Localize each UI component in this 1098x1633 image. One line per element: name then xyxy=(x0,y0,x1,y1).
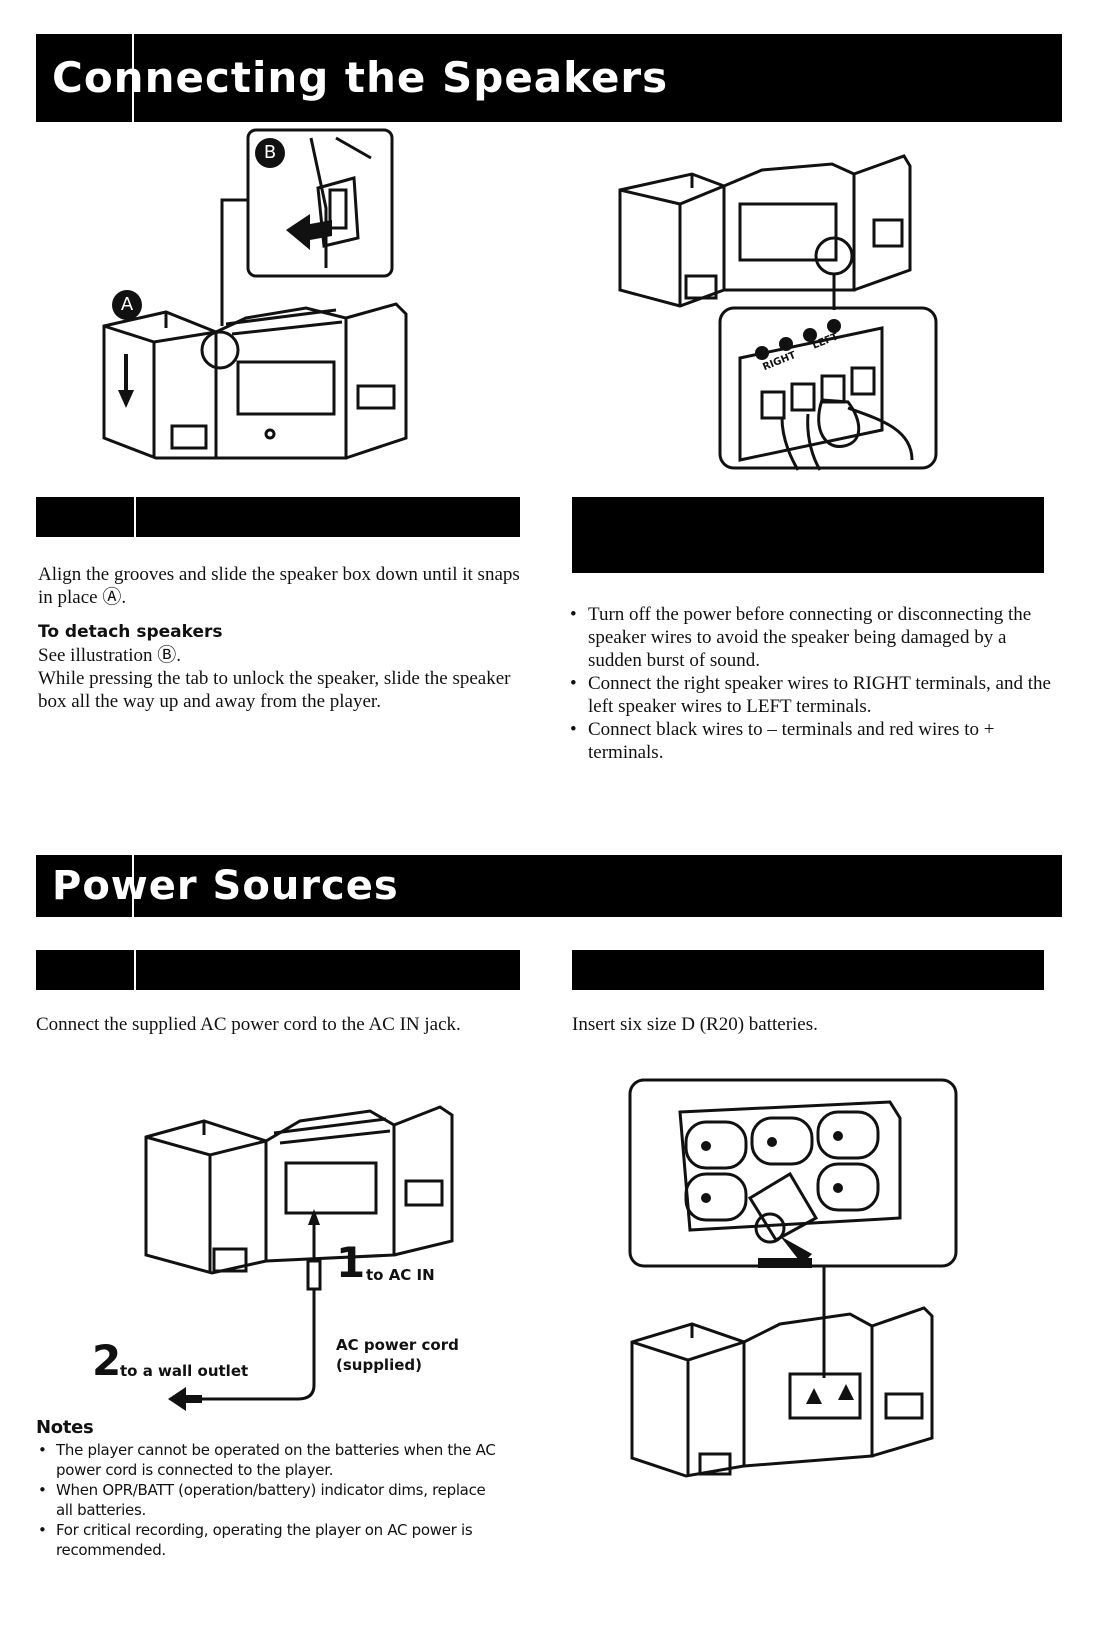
list-item: Connect the right speaker wires to RIGHT… xyxy=(568,672,1054,718)
list-item: Connect black wires to – terminals and r… xyxy=(568,718,1054,764)
detach-heading: To detach speakers xyxy=(38,622,223,642)
callout-a-icon: A xyxy=(112,290,142,320)
list-item: The player cannot be operated on the bat… xyxy=(36,1440,506,1480)
cord-label-line2: (supplied) xyxy=(336,1356,422,1374)
wiring-instructions: Turn off the power before connecting or … xyxy=(568,603,1054,764)
notes-title: Notes xyxy=(36,1417,94,1438)
subheading-bar-attaching xyxy=(36,497,520,537)
ac-power-instructions: Connect the supplied AC power cord to th… xyxy=(36,1013,496,1036)
notes-block: Notes The player cannot be operated on t… xyxy=(36,1418,506,1560)
attach-intro: Align the grooves and slide the speaker … xyxy=(38,564,520,608)
subheading-bar-house-current xyxy=(36,950,520,990)
battery-instructions: Insert six size D (R20) batteries. xyxy=(572,1013,1032,1036)
step-1-label: to AC IN xyxy=(366,1266,435,1284)
list-item: When OPR/BATT (operation/battery) indica… xyxy=(36,1480,506,1520)
notes-list: The player cannot be operated on the bat… xyxy=(36,1440,506,1560)
detach-reference: See illustration Ⓑ. xyxy=(38,645,182,666)
subheading-bar-batteries xyxy=(572,950,1044,990)
banner-divider xyxy=(132,855,134,917)
list-item: For critical recording, operating the pl… xyxy=(36,1520,506,1560)
speaker-terminal-illustration xyxy=(618,154,938,471)
attach-instructions: Align the grooves and slide the speaker … xyxy=(38,563,522,713)
bar-divider xyxy=(134,497,136,537)
ac-intro: Connect the supplied AC power cord to th… xyxy=(36,1014,461,1035)
step-2-label: to a wall outlet xyxy=(120,1362,249,1380)
section-title: Connecting the Speakers xyxy=(52,53,669,102)
bar-divider xyxy=(134,950,136,990)
step-1-number: 1 xyxy=(336,1238,366,1287)
section-banner-power-sources: Power Sources xyxy=(36,855,1062,917)
section-banner-connecting-speakers: Connecting the Speakers xyxy=(36,34,1062,122)
battery-insertion-illustration xyxy=(628,1078,958,1478)
detach-text: While pressing the tab to unlock the spe… xyxy=(38,668,511,712)
callout-b-icon: B xyxy=(255,138,285,168)
wiring-bullet-list: Turn off the power before connecting or … xyxy=(568,603,1054,764)
subheading-bar-wiring xyxy=(572,497,1044,573)
section-title: Power Sources xyxy=(52,863,399,909)
cord-label-line1: AC power cord xyxy=(336,1336,459,1354)
ac-cord-illustration xyxy=(144,1105,454,1411)
banner-divider xyxy=(132,34,134,122)
list-item: Turn off the power before connecting or … xyxy=(568,603,1054,672)
battery-intro: Insert six size D (R20) batteries. xyxy=(572,1014,818,1035)
speaker-attach-illustration xyxy=(102,128,408,460)
step-2-number: 2 xyxy=(92,1336,122,1385)
